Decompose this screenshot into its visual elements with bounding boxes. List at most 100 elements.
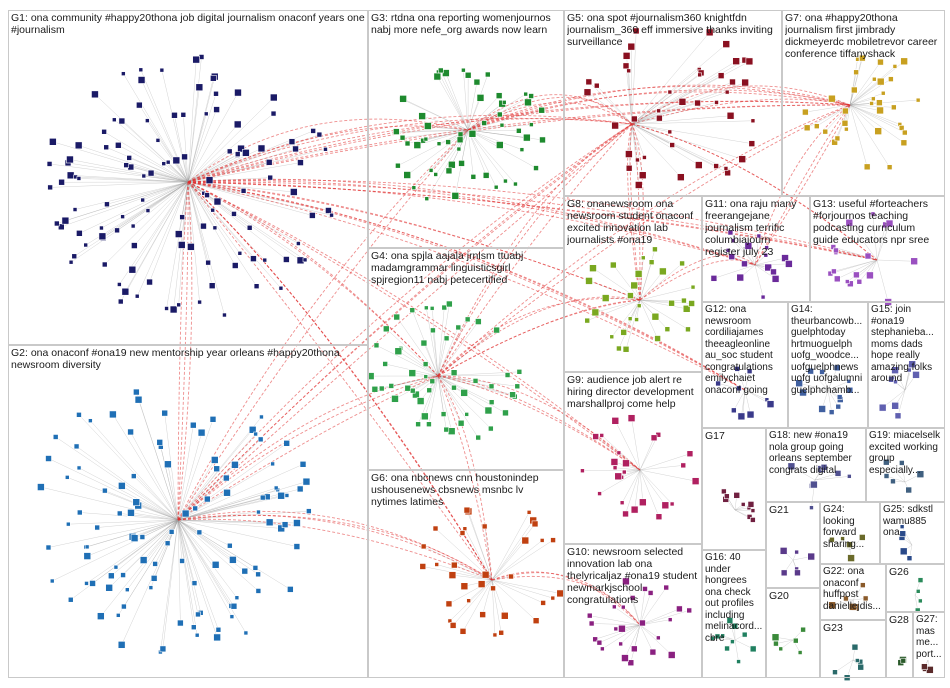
node-g3 — [523, 133, 531, 142]
edge-g13 — [872, 213, 878, 261]
edge-g1-g12 — [187, 181, 746, 391]
node-g16 — [741, 631, 748, 638]
node-g26 — [915, 589, 921, 594]
node-g13 — [870, 211, 876, 217]
node-g13 — [845, 279, 850, 284]
node-g7 — [876, 77, 885, 86]
edge-g1 — [161, 70, 189, 183]
node-g4 — [464, 316, 471, 323]
node-g2 — [277, 491, 285, 500]
node-g8 — [640, 255, 646, 261]
node-g12 — [731, 407, 737, 414]
node-g5 — [714, 100, 719, 105]
edge-g1 — [140, 69, 189, 183]
edge-g1-g12 — [187, 181, 746, 391]
node-g1 — [231, 262, 239, 269]
node-g25 — [899, 524, 905, 529]
node-g12 — [746, 368, 753, 374]
edge-g2 — [177, 519, 247, 634]
group-label-g9: G9: audience job alert re hiring directo… — [567, 374, 694, 410]
edge-g2 — [78, 414, 179, 521]
node-g3 — [484, 71, 491, 78]
edge-g10 — [614, 606, 641, 626]
node-g15 — [893, 379, 898, 385]
node-g5 — [625, 164, 633, 172]
node-g6 — [508, 573, 514, 580]
node-g1 — [46, 161, 53, 167]
node-g6 — [434, 562, 440, 567]
node-g1 — [296, 241, 301, 246]
node-g18 — [820, 463, 828, 471]
node-g2 — [164, 540, 171, 547]
edge-g2 — [177, 519, 270, 523]
node-g10 — [663, 584, 670, 591]
node-g2 — [209, 416, 217, 423]
node-g3 — [433, 172, 438, 177]
edge-g1 — [70, 175, 189, 183]
edge-g20 — [775, 639, 794, 644]
edge-g9 — [621, 469, 641, 503]
edge-g4 — [437, 321, 479, 377]
inter-group-edges — [177, 84, 878, 626]
edge-g4-g8 — [437, 296, 641, 377]
group-label-g26: G26 — [889, 566, 909, 578]
node-g6 — [550, 595, 556, 601]
node-g20 — [797, 650, 803, 655]
edge-g1-g9 — [187, 181, 641, 471]
node-g5 — [656, 108, 661, 114]
edge-g19 — [901, 462, 906, 483]
node-g8 — [634, 270, 643, 278]
node-g9 — [627, 414, 636, 422]
edge-g2 — [177, 519, 259, 575]
edge-g7-g11 — [754, 104, 851, 266]
edge-g1 — [74, 181, 189, 210]
node-g1 — [297, 159, 304, 166]
node-g12 — [766, 400, 775, 408]
node-g1 — [237, 144, 245, 153]
node-g3 — [499, 122, 505, 128]
edge-g1 — [114, 119, 189, 183]
edge-g10 — [599, 624, 641, 643]
node-g1 — [126, 155, 133, 161]
edge-g2 — [177, 519, 234, 561]
node-g6 — [500, 611, 509, 620]
edge-g14 — [827, 389, 832, 413]
edge-g5 — [631, 74, 700, 125]
node-g2 — [152, 561, 158, 567]
node-g11 — [764, 263, 772, 272]
node-g27 — [921, 663, 928, 670]
edge-g7 — [849, 104, 902, 129]
edge-g7-g11 — [754, 104, 851, 266]
edge-g13 — [876, 224, 886, 261]
node-g3 — [468, 129, 477, 138]
node-g1 — [179, 214, 185, 220]
edge-g2 — [121, 485, 179, 521]
node-g6 — [492, 632, 498, 638]
edge-g2 — [177, 519, 195, 584]
node-g4 — [446, 300, 453, 308]
node-g5 — [697, 72, 702, 78]
node-g19 — [899, 460, 905, 466]
node-g6 — [481, 523, 488, 530]
node-g1 — [234, 151, 241, 157]
edge-g1 — [134, 181, 189, 246]
edge-g1 — [101, 181, 189, 229]
edge-g4 — [437, 375, 491, 429]
edge-g1 — [163, 163, 189, 183]
node-g2 — [229, 614, 235, 619]
edge-g5 — [631, 123, 681, 178]
group-box-g16: G16: 40 under hongrees ona check out pro… — [702, 550, 766, 678]
group-box-g4: G4: ona spjla aajala jrnlsm ttuabj madam… — [368, 248, 564, 470]
edge-g1 — [187, 181, 299, 244]
node-g24 — [840, 536, 845, 541]
edge-g3 — [467, 129, 527, 138]
node-g7 — [874, 127, 882, 135]
edge-g2 — [177, 519, 259, 592]
node-g7 — [834, 135, 841, 142]
node-g3 — [395, 162, 401, 169]
node-g1 — [130, 223, 136, 229]
node-g2 — [121, 603, 127, 610]
node-g1 — [117, 282, 122, 287]
node-g4 — [450, 369, 458, 376]
node-g1 — [253, 283, 260, 289]
